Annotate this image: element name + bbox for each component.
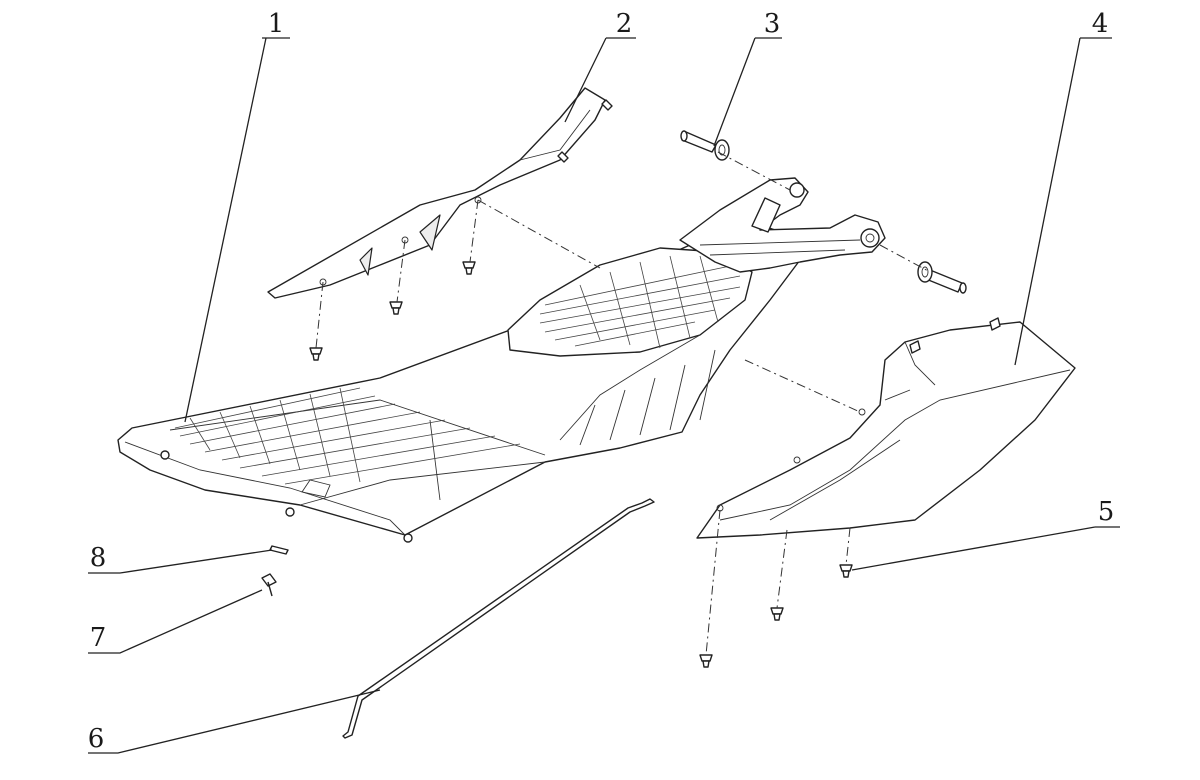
callout-7: 7 <box>88 589 263 654</box>
part-4-side-cover <box>696 317 1076 539</box>
cover-screws <box>699 564 853 668</box>
part-2-upper-rail <box>267 87 613 299</box>
screw-6-icon <box>839 564 853 578</box>
callout-label-7: 7 <box>90 623 107 653</box>
rail-screws <box>309 261 476 361</box>
callout-label-5: 5 <box>1098 497 1115 527</box>
callout-6: 6 <box>88 689 381 754</box>
part-1-floor-panel <box>117 219 801 543</box>
part-6-rod <box>342 498 655 739</box>
callout-5: 5 <box>851 497 1120 571</box>
callout-1: 1 <box>184 9 290 423</box>
callout-4: 4 <box>1014 9 1112 366</box>
screw-1-icon <box>309 347 323 361</box>
callout-label-4: 4 <box>1092 9 1109 39</box>
callout-8: 8 <box>88 543 273 574</box>
screw-3-icon <box>462 261 476 275</box>
callout-label-1: 1 <box>268 9 285 39</box>
hump-ribs <box>539 255 741 349</box>
screw-4-icon <box>699 654 713 668</box>
callout-label-3: 3 <box>764 9 781 39</box>
part-8-pin <box>269 545 289 555</box>
rear-frame-bracket <box>679 177 886 273</box>
part-7-wing-bolt <box>261 573 277 597</box>
footrest-ribs <box>174 387 521 485</box>
callout-label-8: 8 <box>90 543 107 573</box>
assembly-lines <box>315 151 931 656</box>
callout-label-6: 6 <box>88 724 105 754</box>
screw-2-icon <box>389 301 403 315</box>
part-3-pivot-pin-lower <box>917 261 967 294</box>
callout-3: 3 <box>713 9 782 147</box>
part-3-pivot-pin-upper <box>680 130 730 161</box>
callout-label-2: 2 <box>616 9 633 39</box>
screw-5-icon <box>770 607 784 621</box>
callout-2: 2 <box>564 9 636 123</box>
